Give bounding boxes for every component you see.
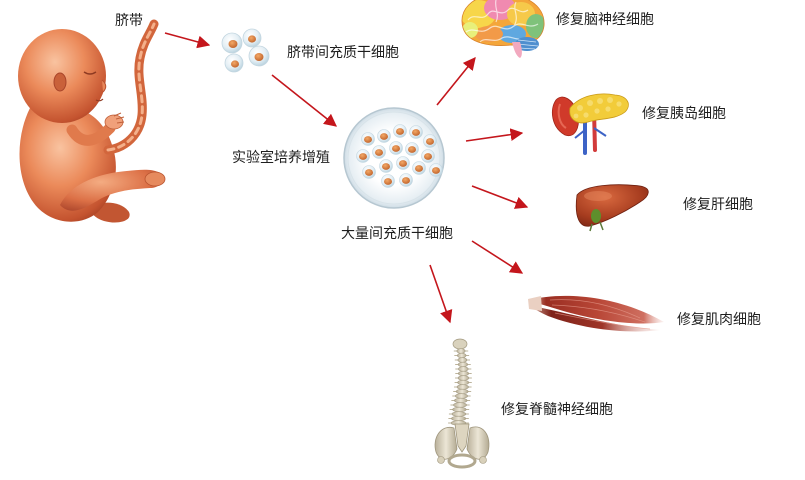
fetus-hand xyxy=(104,114,124,130)
arrow-dish-to-spine xyxy=(429,264,453,324)
dish-cell xyxy=(421,149,435,163)
fetus-illustration xyxy=(18,19,166,223)
muscle-repair-label: 修复肌肉细胞 xyxy=(677,311,761,327)
dish-cell xyxy=(381,174,395,188)
vertebra xyxy=(454,352,470,359)
fetus-nose xyxy=(101,79,107,93)
vertebra xyxy=(454,379,472,386)
dish-cell-group xyxy=(356,124,443,188)
pelvis-left-wing xyxy=(434,426,458,460)
vertebra xyxy=(448,415,469,422)
dish-cell xyxy=(377,129,391,143)
brain-repair-label: 修复脑神经细胞 xyxy=(556,11,654,27)
arrow-dish-to-liver xyxy=(471,185,529,209)
gallbladder xyxy=(591,209,601,223)
arrow-dish-to-muscle xyxy=(471,240,524,274)
dish-cell xyxy=(372,145,386,159)
brain-stem xyxy=(512,42,522,58)
fetus-closed-eye xyxy=(83,71,97,75)
fetus-foot xyxy=(144,171,166,187)
vertebra xyxy=(455,375,472,381)
culture-step-label: 实验室培养增殖 xyxy=(232,149,330,165)
vertebra xyxy=(453,388,472,395)
vertebra xyxy=(449,406,470,413)
dish-cell xyxy=(399,173,413,187)
fetus-fingers xyxy=(113,112,125,124)
umbilical-cord-twist xyxy=(106,22,156,152)
dish-cell xyxy=(405,142,419,156)
arrow-cells-to-dish xyxy=(271,74,338,127)
vertebra xyxy=(452,393,471,399)
vertebra xyxy=(455,366,472,372)
umbilical-cord-label: 脐带 xyxy=(115,12,143,28)
vertebra xyxy=(450,402,470,408)
flow-arrows xyxy=(164,32,529,324)
pancreas-repair-label: 修复胰岛细胞 xyxy=(642,105,726,121)
stem-cell-cluster xyxy=(221,28,270,73)
dish-label: 大量间充质干细胞 xyxy=(341,225,453,241)
dish-cell xyxy=(409,125,423,139)
stem-cell xyxy=(242,28,262,48)
pancreas-icon xyxy=(551,93,629,155)
spine-icon xyxy=(434,338,490,469)
fetus-front-leg xyxy=(60,169,163,211)
dish-cell xyxy=(393,124,407,138)
pelvis-right-wing xyxy=(466,426,490,460)
liver-repair-label: 修复肝细胞 xyxy=(683,196,753,212)
brain-icon xyxy=(461,0,545,58)
petri-dish xyxy=(343,107,445,209)
dish-cell xyxy=(423,134,437,148)
dish-cell xyxy=(396,156,410,170)
umbilical-cord xyxy=(103,19,159,155)
arrow-cord-to-cells xyxy=(164,32,211,49)
vertebra xyxy=(451,397,471,404)
vertebra xyxy=(453,348,469,354)
dish-cell xyxy=(389,141,403,155)
dish-cell xyxy=(356,149,370,163)
arrow-dish-to-pancreas xyxy=(465,128,524,142)
dish-cell xyxy=(429,163,443,177)
dish-cell xyxy=(362,165,376,179)
arrow-dish-to-brain xyxy=(436,57,476,106)
vertebra xyxy=(448,411,469,417)
pubic-arch xyxy=(447,453,477,469)
vertebra xyxy=(455,370,472,377)
spine-repair-label: 修复脊髓神经细胞 xyxy=(501,401,613,417)
vertebra xyxy=(455,361,471,368)
fetus-ear xyxy=(53,72,67,92)
muscle-icon xyxy=(528,295,664,332)
sacrum xyxy=(454,423,470,453)
fetus-mouth xyxy=(95,98,104,102)
stem-cell xyxy=(224,53,244,73)
stem-cell xyxy=(248,45,270,67)
vertebral-column xyxy=(448,348,472,426)
stem-cell xyxy=(221,32,243,54)
skull-base xyxy=(452,338,468,350)
fetus-arm xyxy=(66,122,116,146)
dish-cell xyxy=(412,161,426,175)
dish-cell xyxy=(379,159,393,173)
liver-icon xyxy=(575,184,649,232)
vertebra xyxy=(453,384,472,390)
vertebra xyxy=(454,357,470,363)
stem-cell-label: 脐带间充质干细胞 xyxy=(287,44,399,60)
dish-cell xyxy=(361,132,375,146)
